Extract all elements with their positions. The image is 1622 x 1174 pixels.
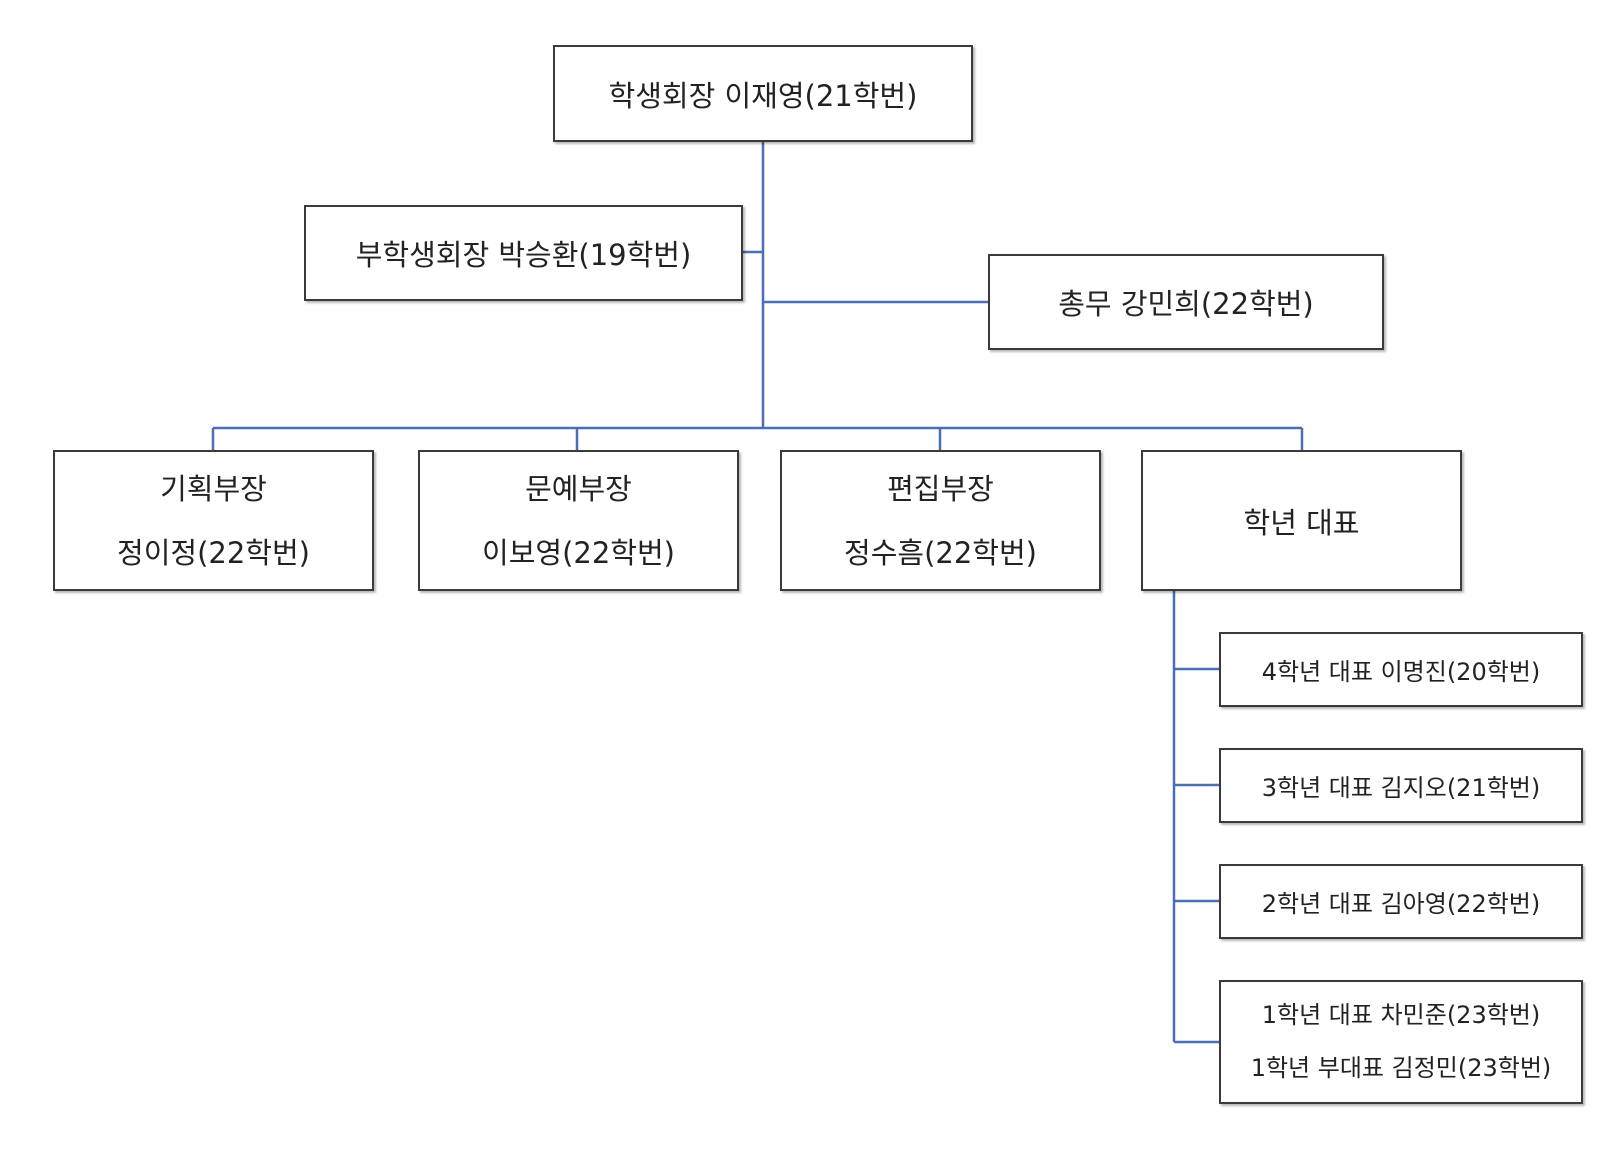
grade-2-rep-label: 2학년 대표 김아영(22학번) — [1261, 890, 1541, 918]
president-box: 학생회장 이재영(21학번) — [553, 45, 973, 142]
connector-group — [211, 142, 1304, 1044]
vice-president-box: 부학생회장 박승환(19학번) — [304, 205, 743, 301]
grade-rep-box: 학년 대표 — [1141, 450, 1462, 591]
vice-president-label: 부학생회장 박승환(19학번) — [355, 238, 692, 272]
planning-head-name: 정이정(22학번) — [117, 535, 310, 570]
grade-3-rep-box: 3학년 대표 김지오(21학번) — [1219, 748, 1583, 823]
grade-4-rep-box: 4학년 대표 이명진(20학번) — [1219, 632, 1583, 707]
editing-head-box: 편집부장 정수흠(22학번) — [780, 450, 1101, 591]
grade-2-rep-box: 2학년 대표 김아영(22학번) — [1219, 864, 1583, 939]
grade-rep-title: 학년 대표 — [1243, 505, 1360, 540]
grade-1-vice-rep-label: 1학년 부대표 김정민(23학번) — [1250, 1054, 1552, 1082]
grade-1-rep-label: 1학년 대표 차민준(23학번) — [1261, 1001, 1541, 1029]
president-label: 학생회장 이재영(21학번) — [608, 78, 918, 113]
culture-head-name: 이보영(22학번) — [482, 535, 675, 570]
general-affairs-label: 총무 강민희(22학번) — [1058, 287, 1314, 321]
grade-3-rep-label: 3학년 대표 김지오(21학번) — [1261, 774, 1541, 802]
planning-head-box: 기획부장 정이정(22학번) — [53, 450, 374, 591]
editing-head-name: 정수흠(22학번) — [844, 535, 1037, 570]
planning-head-role: 기획부장 — [160, 471, 267, 506]
grade-4-rep-label: 4학년 대표 이명진(20학번) — [1261, 658, 1541, 686]
editing-head-role: 편집부장 — [887, 471, 994, 506]
culture-head-role: 문예부장 — [525, 471, 632, 506]
culture-head-box: 문예부장 이보영(22학번) — [418, 450, 739, 591]
grade-1-rep-box: 1학년 대표 차민준(23학번) 1학년 부대표 김정민(23학번) — [1219, 980, 1583, 1104]
general-affairs-box: 총무 강민희(22학번) — [988, 254, 1384, 350]
